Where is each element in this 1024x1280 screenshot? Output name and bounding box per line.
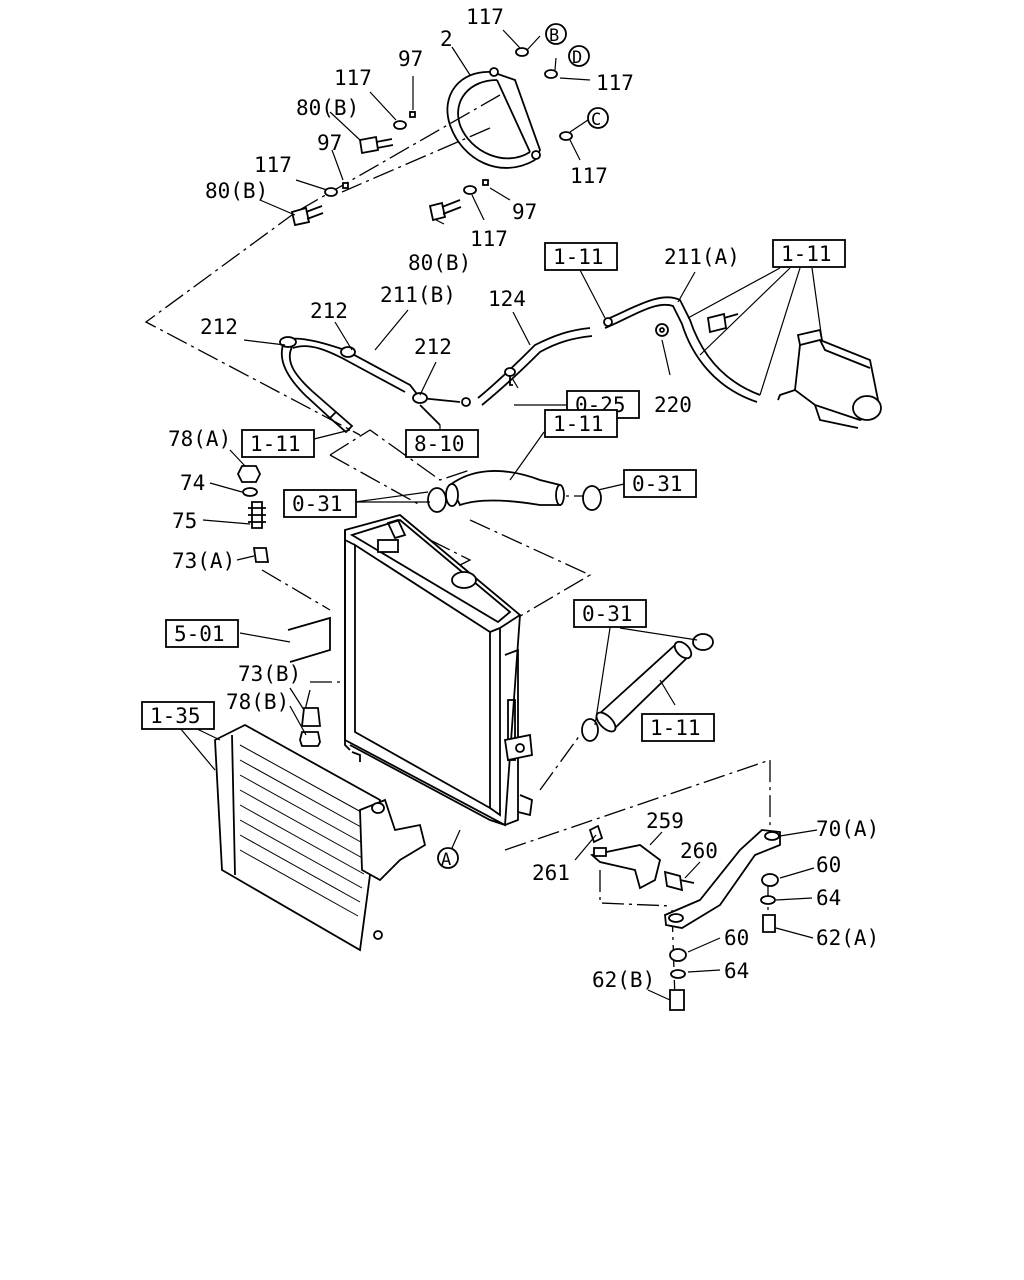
callout-60a: 60 (816, 853, 841, 877)
callout-212c: 212 (414, 335, 452, 359)
ref-8-10: 8-10 (414, 432, 465, 456)
callout-80b-c: 80(B) (408, 251, 471, 275)
callout-64b: 64 (724, 959, 749, 983)
reference-boxes: 1-11 1-11 0-25 1-11 1-11 8-10 0-31 0-31 … (141, 239, 846, 742)
hose-211a (603, 296, 761, 403)
ref-1-35: 1-35 (150, 704, 201, 728)
ref-5-01: 5-01 (174, 622, 225, 646)
callout-62b: 62(B) (592, 968, 655, 992)
callout-212b: 212 (200, 315, 238, 339)
callout-212a: 212 (310, 299, 348, 323)
ref-0-31-b: 0-31 (292, 492, 343, 516)
marker-c: C (591, 110, 601, 130)
ref-1-11-e: 1-11 (650, 716, 701, 740)
intercooler (214, 723, 427, 952)
callout-117e: 117 (570, 164, 608, 188)
callout-124: 124 (488, 287, 526, 311)
lower-mounts (299, 707, 322, 747)
callout-70a: 70(A) (816, 817, 879, 841)
marker-a: A (441, 850, 451, 870)
callout-220: 220 (654, 393, 692, 417)
reserve-tank (777, 328, 882, 429)
upper-hose (427, 470, 602, 513)
lower-hose (581, 633, 714, 742)
ref-1-11-a: 1-11 (553, 245, 604, 269)
callout-75: 75 (172, 509, 197, 533)
callout-117f: 117 (470, 227, 508, 251)
ref-0-31-a: 0-31 (632, 472, 683, 496)
callout-117a: 117 (466, 5, 504, 29)
marker-d: D (572, 48, 582, 68)
callout-labels: 117 2 117 97 117 80(B) 97 117 117 80(B) … (168, 5, 879, 992)
callout-60b: 60 (724, 926, 749, 950)
callout-80b-b: 80(B) (205, 179, 268, 203)
marker-b: B (549, 26, 559, 46)
callout-117b: 117 (596, 71, 634, 95)
washers-bolts-top (290, 47, 573, 227)
callout-62a: 62(A) (816, 926, 879, 950)
callout-211b: 211(B) (380, 283, 456, 307)
drain-parts (236, 465, 270, 563)
callout-2: 2 (440, 27, 453, 51)
callout-73b: 73(B) (238, 662, 301, 686)
hose-124 (477, 327, 593, 406)
callout-211a: 211(A) (664, 245, 740, 269)
ref-1-11-c: 1-11 (553, 412, 604, 436)
callout-74: 74 (180, 471, 205, 495)
callout-78b: 78(B) (226, 690, 289, 714)
callout-260: 260 (680, 839, 718, 863)
callout-97c: 97 (512, 200, 537, 224)
ref-1-11-d: 1-11 (250, 432, 301, 456)
leader-lines (179, 29, 823, 1001)
fan-shroud-ring (446, 67, 541, 169)
circled-markers: B D C A (437, 23, 609, 870)
mount-bracket (588, 824, 781, 1011)
callout-64a: 64 (816, 886, 841, 910)
callout-73a: 73(A) (172, 549, 235, 573)
callout-78a: 78(A) (168, 427, 231, 451)
ref-1-11-b: 1-11 (781, 242, 832, 266)
callout-117d: 117 (254, 153, 292, 177)
callout-97b: 97 (317, 131, 342, 155)
callout-261: 261 (532, 861, 570, 885)
radiator (287, 514, 533, 827)
callout-80b-a: 80(B) (296, 96, 359, 120)
callout-97a: 97 (398, 47, 423, 71)
ref-0-31-c: 0-31 (582, 602, 633, 626)
callout-117c: 117 (334, 66, 372, 90)
callout-259: 259 (646, 809, 684, 833)
